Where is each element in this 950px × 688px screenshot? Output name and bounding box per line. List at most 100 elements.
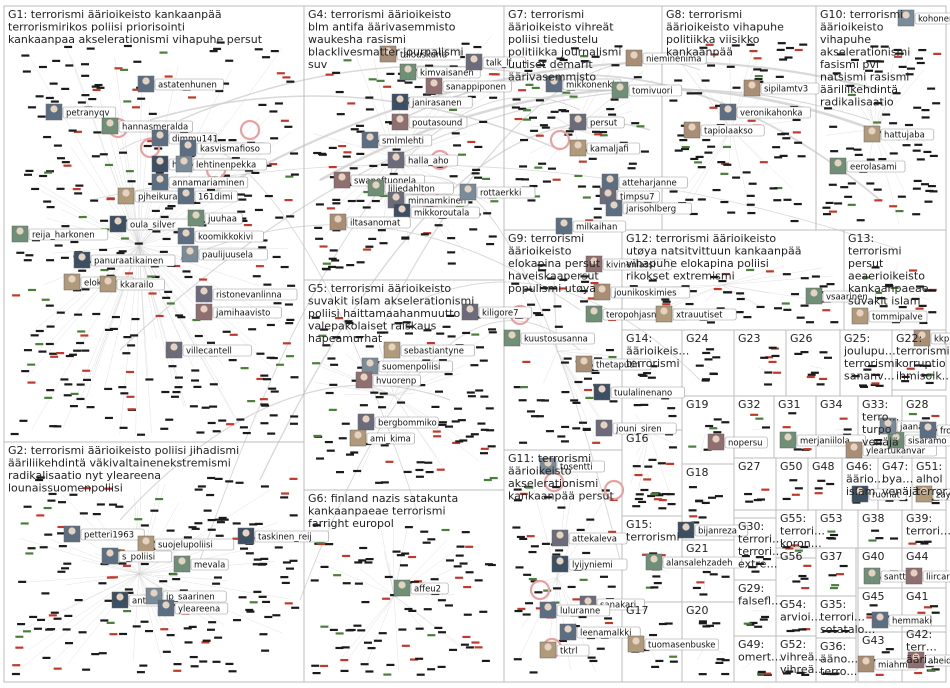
user-vertex-timpsu7[interactable]: timpsu7 [599, 187, 660, 205]
user-vertex-jounikoskimies[interactable]: jounikoskimies [593, 283, 691, 301]
user-vertex-petranyqv[interactable]: petranyqv [45, 103, 117, 121]
user-vertex-jp_saarinen[interactable]: jp_saarinen [145, 587, 227, 605]
user-vertex-luluranne[interactable]: luluranne [539, 601, 611, 619]
user-vertex-nopersu[interactable]: nopersu [707, 433, 768, 451]
user-vertex-koomikkokivi[interactable]: koomikkokivi [177, 227, 264, 245]
user-vertex-yleartukanvar[interactable]: yleartukanvar [845, 441, 937, 459]
user-vertex-sisaramo[interactable]: sisaramo [887, 431, 950, 449]
user-vertex-atteharjanne[interactable]: atteharjanne [601, 173, 688, 191]
user-vertex-yleareena[interactable]: yleareena [157, 599, 229, 617]
user-vertex-161dimi[interactable]: 161dimi [177, 187, 238, 205]
vertex-marker [182, 270, 191, 273]
user-vertex-halla_aho[interactable]: halla_aho [387, 151, 459, 169]
user-vertex-jamihaavisto[interactable]: jamihaavisto [195, 303, 282, 321]
vertex-marker [771, 354, 780, 358]
user-vertex-persut[interactable]: persut [569, 113, 625, 131]
user-vertex-mikkoroutala[interactable]: mikkoroutala [393, 203, 480, 221]
user-vertex-hemmaki[interactable]: hemmaki [871, 611, 932, 629]
user-vertex-bijanreza[interactable]: bijanreza [677, 521, 749, 539]
user-label: atteharjanne [622, 179, 677, 189]
user-vertex-poutasound[interactable]: poutasound [391, 113, 468, 131]
user-vertex-veronikahonka[interactable]: veronikahonka [719, 103, 811, 121]
user-vertex-kiligore7[interactable]: kiligore7 [461, 303, 533, 321]
user-vertex-aheidi[interactable]: aheidi [907, 651, 950, 669]
user-vertex-from[interactable]: from [919, 421, 950, 439]
user-vertex-kuustosusanna[interactable]: kuustosusanna [503, 329, 595, 347]
user-vertex-alansalehzadeh[interactable]: alansalehzadeh [645, 553, 743, 571]
user-vertex-eerolasami[interactable]: eerolasami [829, 157, 906, 175]
user-vertex-tuulalinenano[interactable]: tuulalinenano [593, 383, 685, 401]
user-vertex-kasvismafioso[interactable]: kasvismafioso [179, 139, 271, 157]
user-vertex-kivinenlassi[interactable]: kivinenlassi [585, 255, 672, 273]
vertex-marker [479, 610, 488, 613]
user-vertex-liircarola[interactable]: liircarola [905, 567, 950, 585]
user-vertex-liljedahlton[interactable]: liljedahlton [367, 179, 454, 197]
user-vertex-kimvaisanen[interactable]: kimvaisanen [399, 63, 481, 81]
user-vertex-taskinen_reij[interactable]: taskinen_reij [237, 527, 329, 545]
user-vertex-xtrauutiset[interactable]: xtrauutiset [655, 305, 737, 323]
user-vertex-reija_harkonen[interactable]: reija_harkonen [11, 225, 109, 243]
user-vertex-affeu2[interactable]: affeu2 [393, 579, 449, 597]
user-vertex-paulijuusela[interactable]: paulijuusela [181, 245, 268, 263]
user-vertex-jarisohlberg[interactable]: jarisohlberg [605, 199, 692, 217]
user-vertex-leenamalkki[interactable]: leenamalkki [559, 623, 641, 641]
user-vertex-pjheikura[interactable]: pjheikura [117, 187, 189, 205]
vertex-marker [363, 641, 372, 644]
user-vertex-villecantell[interactable]: villecantell [165, 341, 252, 359]
user-vertex-hvuorenp[interactable]: hvuorenp [355, 371, 421, 389]
user-vertex-tomivuori[interactable]: tomivuori [611, 81, 683, 99]
user-vertex-kkarailo[interactable]: kkarailo [99, 275, 165, 293]
user-vertex-thetaputin[interactable]: thetaputin [575, 355, 652, 373]
user-vertex-talk_lf[interactable]: talk_lf [465, 53, 526, 71]
user-vertex-zaynalakafi[interactable]: zaynalakafi [915, 485, 950, 503]
user-vertex-lehtinenpekka[interactable]: lehtinenpekka [175, 155, 267, 173]
vertex-marker [519, 492, 528, 495]
vertex-marker [572, 401, 581, 404]
user-vertex-sipilamtv3[interactable]: sipilamtv3 [743, 79, 820, 97]
user-vertex-petteri1963[interactable]: petteri1963 [63, 525, 145, 543]
user-vertex-mikkonenki[interactable]: mikkonenki [545, 75, 622, 93]
user-vertex-tommipalve[interactable]: tommipalve [851, 307, 928, 325]
user-vertex-bergbommiko[interactable]: bergbommiko [357, 413, 439, 431]
user-vertex-suomenpoliisi[interactable]: suomenpoliisi [361, 357, 453, 375]
user-vertex-talouskuria[interactable]: talouskuria [379, 45, 461, 63]
user-vertex-kkp[interactable]: kkp [913, 329, 950, 347]
user-vertex-lyijyniemi[interactable]: lyijyniemi [551, 555, 628, 573]
user-vertex-kohonenolli[interactable]: kohonenolli [897, 9, 950, 27]
user-vertex-tapiolaakso[interactable]: tapiolaakso [683, 121, 765, 139]
edge [28, 573, 140, 650]
user-vertex-astatenhunen[interactable]: astatenhunen [137, 75, 224, 93]
user-vertex-suojelupoliisi[interactable]: suojelupoliisi [137, 535, 235, 553]
user-vertex-sebastiantyne[interactable]: sebastiantyne [383, 341, 475, 359]
user-vertex-nieminenima[interactable]: nieminenima [625, 49, 707, 67]
user-vertex-tosentti[interactable]: tosentti [539, 457, 605, 475]
user-vertex-milkaihan[interactable]: milkaihan [555, 217, 627, 235]
user-vertex-panuraatikainen[interactable]: panuraatikainen [73, 251, 176, 269]
user-vertex-juuhaa[interactable]: juuhaa [187, 209, 243, 227]
user-vertex-oula_silver[interactable]: oula_silver [109, 215, 191, 233]
user-vertex-annamariaminen[interactable]: annamariaminen [151, 173, 249, 191]
user-vertex-s_poliisi[interactable]: s_poliisi [101, 547, 173, 565]
user-vertex-tuomasenbuske[interactable]: tuomasenbuske [627, 635, 719, 653]
user-vertex-janirasanen[interactable]: janirasanen [391, 93, 473, 111]
user-vertex-kamaljafi[interactable]: kamaljafi [569, 139, 641, 157]
vertex-marker [765, 356, 774, 359]
user-vertex-iltasanomat[interactable]: iltasanomat [329, 213, 411, 231]
user-vertex-hannasmeralda[interactable]: hannasmeralda [101, 117, 193, 135]
user-vertex-hattujaba[interactable]: hattujaba [863, 125, 935, 143]
user-vertex-jouni_siren[interactable]: jouni_siren [595, 419, 677, 437]
vertex-marker [25, 552, 34, 555]
user-vertex-rottaerkki[interactable]: rottaerkki [459, 183, 536, 201]
user-vertex-mevala[interactable]: mevala [173, 555, 229, 573]
user-vertex-ristonevanlinna[interactable]: ristonevanlinna [195, 285, 298, 303]
user-vertex-vsaarinen[interactable]: vsaarinen [805, 287, 877, 305]
vertex-marker [27, 381, 36, 384]
user-vertex-tktrl[interactable]: tktrl [539, 641, 590, 659]
user-vertex-smlmlehti[interactable]: smlmlehti [361, 131, 433, 149]
user-vertex-sanappiponen[interactable]: sanappiponen [425, 77, 512, 95]
user-vertex-ami_kima[interactable]: ami_kima [349, 429, 415, 447]
user-vertex-miahmed[interactable]: miahmed [857, 655, 918, 673]
user-vertex-ruonat[interactable]: ruonat [851, 485, 907, 503]
user-vertex-attekaleva[interactable]: attekaleva [551, 529, 628, 547]
vertex-marker [50, 611, 59, 614]
